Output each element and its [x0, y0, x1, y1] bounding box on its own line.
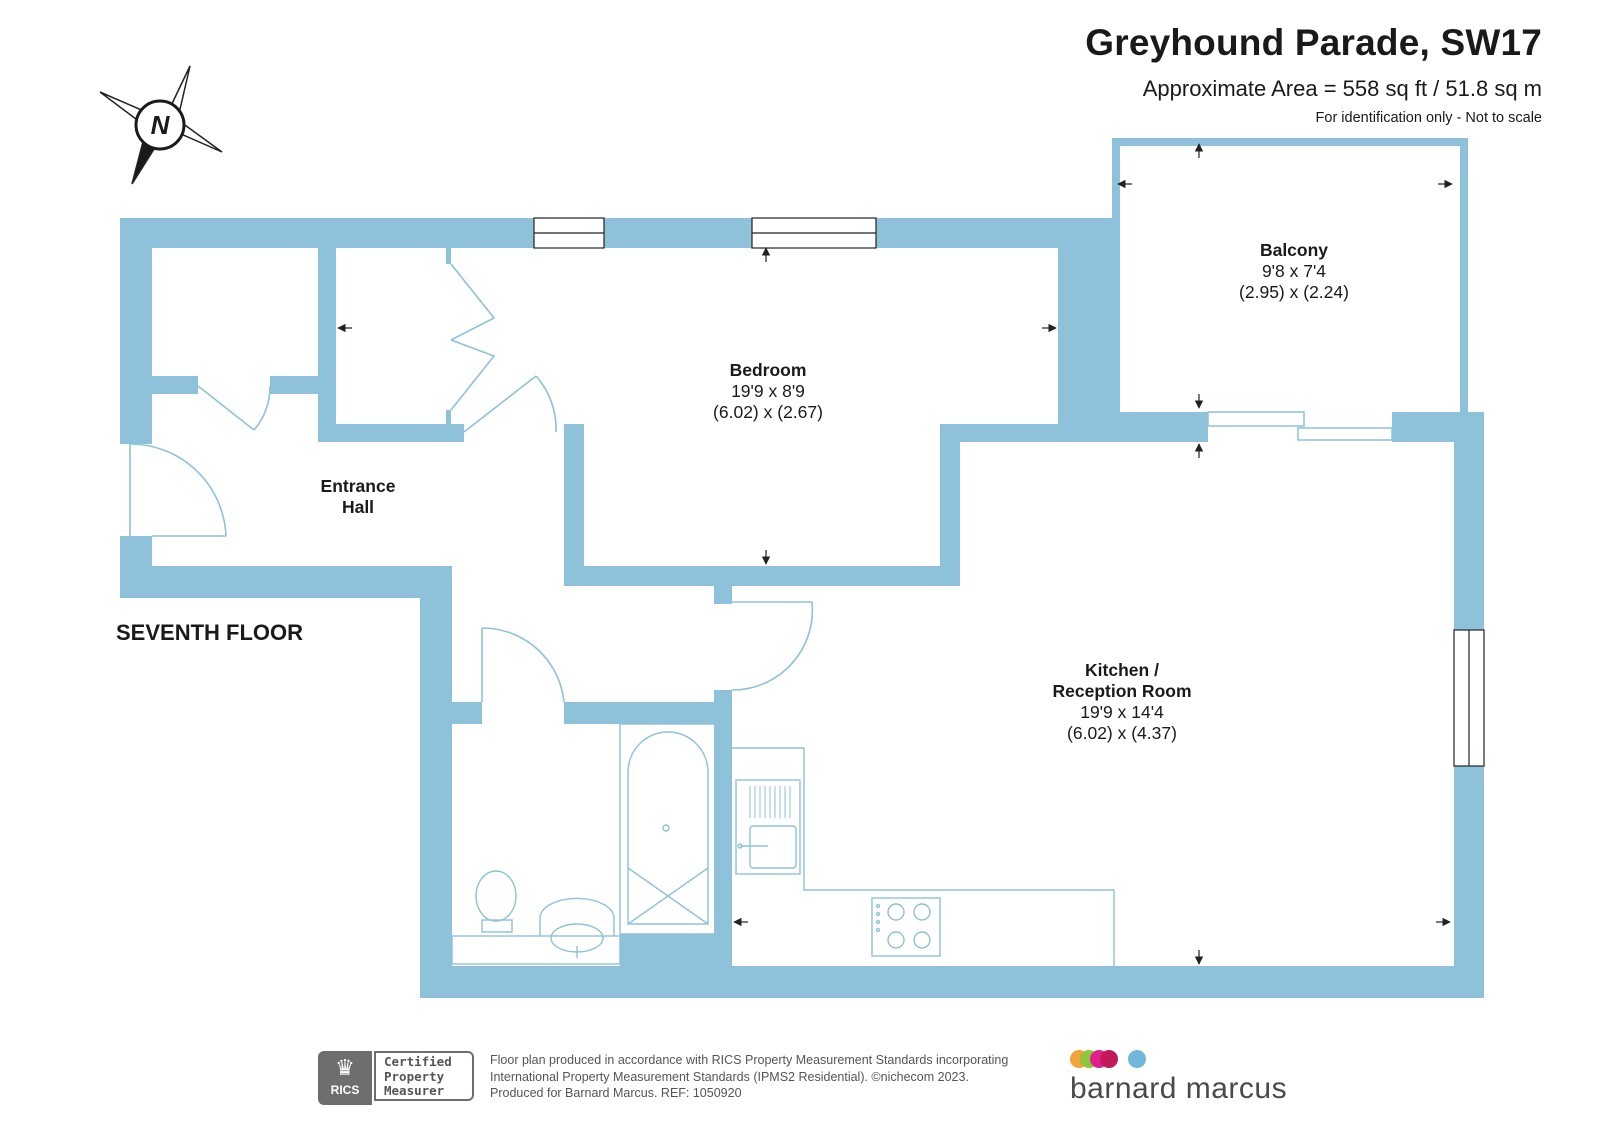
- footer-line: Floor plan produced in accordance with R…: [490, 1053, 1009, 1067]
- rics-certified-box: Certified Property Measurer: [374, 1051, 474, 1101]
- walls: [120, 138, 1484, 998]
- sink-icon: [735, 779, 801, 875]
- windows: [533, 217, 1485, 767]
- approximate-area: Approximate Area = 558 sq ft / 51.8 sq m: [1142, 76, 1542, 101]
- room-name-line2: Reception Room: [1052, 681, 1192, 701]
- rics-lion-icon: ♛: [335, 1055, 355, 1080]
- bath-outline: [619, 723, 717, 935]
- room-size-imperial: 19'9 x 8'9: [731, 381, 805, 401]
- room-label-kitchen-reception: Kitchen / Reception Room 19'9 x 14'4 (6.…: [1052, 660, 1191, 744]
- door-swings: [129, 263, 814, 703]
- footer-line: Produced for Barnard Marcus. REF: 105092…: [490, 1086, 742, 1100]
- toilet-icon: [475, 870, 517, 922]
- page-title: Greyhound Parade, SW17: [1085, 22, 1542, 63]
- brand-name: barnard marcus: [1070, 1072, 1288, 1105]
- rics-line: Property: [384, 1068, 445, 1084]
- room-name: Balcony: [1259, 240, 1329, 260]
- footer-line: International Property Measurement Stand…: [490, 1069, 969, 1084]
- balcony-sliding-door: [1207, 411, 1393, 441]
- room-size-metric: (2.95) x (2.24): [1239, 282, 1349, 302]
- compass-icon: N: [99, 65, 223, 185]
- room-name-line1: Kitchen /: [1085, 660, 1159, 680]
- rics-line: Measurer: [384, 1083, 445, 1098]
- rics-logo: ♛ RICS: [318, 1051, 372, 1105]
- room-label-balcony: Balcony 9'8 x 7'4 (2.95) x (2.24): [1239, 240, 1349, 303]
- room-label-bedroom: Bedroom 19'9 x 8'9 (6.02) x (2.67): [713, 360, 823, 423]
- room-size-metric: (6.02) x (2.67): [713, 402, 823, 422]
- compass-north-label: N: [151, 110, 171, 140]
- basin-icon: [539, 897, 615, 936]
- room-size-imperial: 19'9 x 14'4: [1080, 702, 1164, 722]
- rics-logo-text: RICS: [330, 1083, 360, 1097]
- brand-logo: barnard marcus: [1070, 1050, 1290, 1110]
- room-size-imperial: 9'8 x 7'4: [1261, 261, 1327, 281]
- scale-note: For identification only - Not to scale: [1315, 110, 1542, 126]
- bathtub-icon: [627, 731, 709, 925]
- room-name: Bedroom: [729, 360, 807, 380]
- rics-line: Certified: [384, 1054, 452, 1069]
- hob-icon: [871, 897, 941, 957]
- footer-disclaimer: Floor plan produced in accordance with R…: [490, 1052, 1008, 1102]
- floor-label: SEVENTH FLOOR: [116, 620, 304, 645]
- room-label-entrance-hall: Entrance Hall: [321, 476, 396, 518]
- measurement-arrows: [337, 143, 1453, 965]
- brand-dot: [1128, 1050, 1146, 1068]
- room-name-line1: Entrance: [320, 476, 396, 496]
- rics-badge: ♛ RICS Certified Property Measurer: [318, 1051, 480, 1105]
- bathroom-fixtures: [451, 723, 717, 965]
- kitchen-fixtures: [732, 747, 1115, 966]
- room-size-metric: (6.02) x (4.37): [1067, 723, 1177, 743]
- room-name-line2: Hall: [341, 497, 375, 517]
- brand-dot: [1100, 1050, 1118, 1068]
